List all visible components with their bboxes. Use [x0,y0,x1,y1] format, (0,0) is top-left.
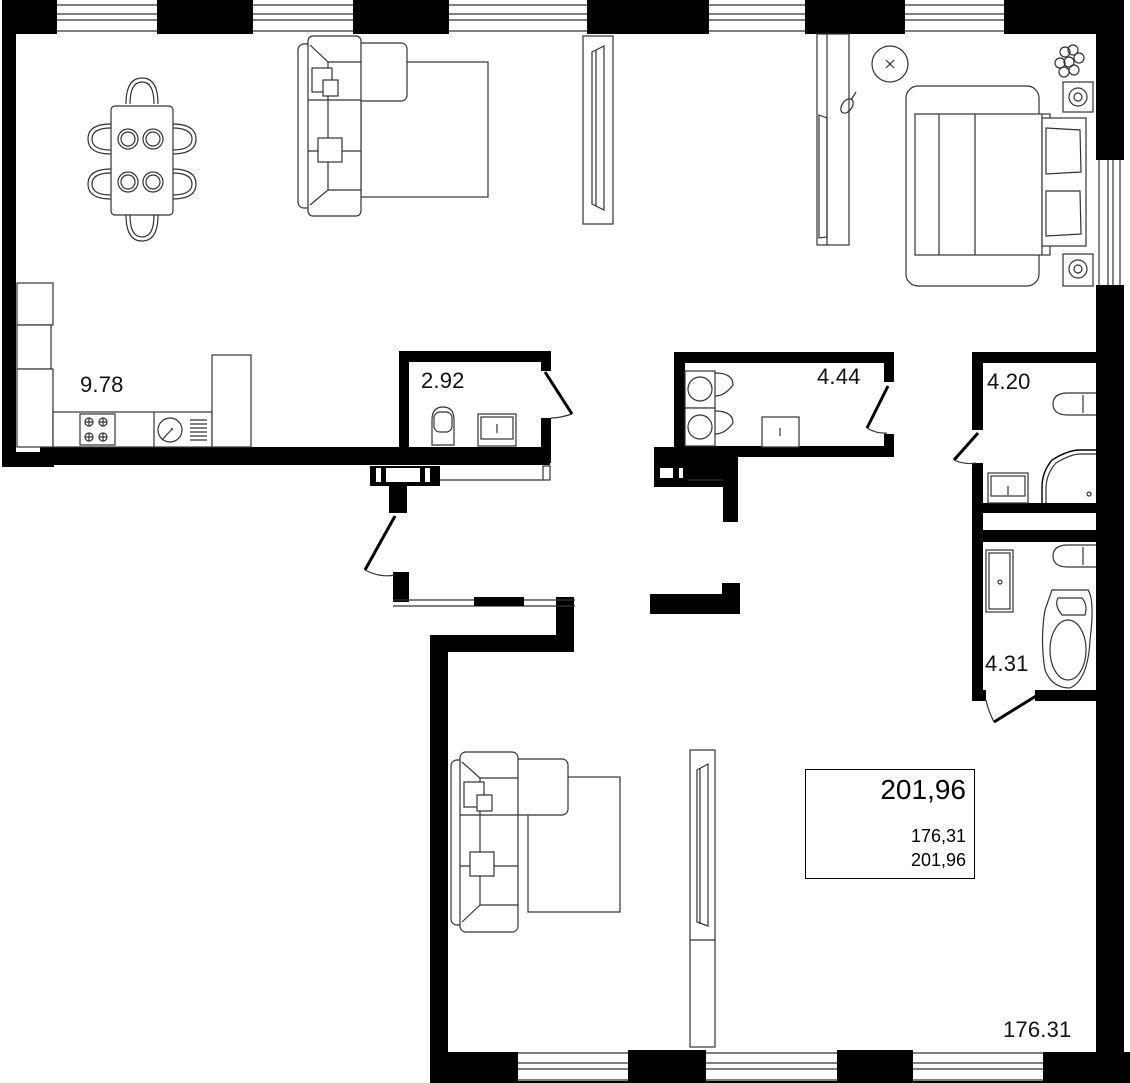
total-area-value: 201,96 [910,850,966,870]
dining-table [87,77,197,242]
wc-room [399,351,574,463]
hall-stub-wall [650,594,740,614]
bedroom [816,33,1094,287]
hall-stub-post [722,583,740,614]
kitchen-cabinets [16,282,252,448]
total-area: 201,96 [880,774,966,805]
bathroom-1-area-label: 4.20 [987,369,1031,394]
kitchen-wall [42,447,551,513]
bottom-windows [518,1050,1043,1083]
sofa-bottom [450,751,621,933]
bathroom-block [952,352,1102,724]
wc-area-label: 2.92 [421,368,465,393]
living-area-label: 176.31 [1003,1017,1072,1042]
tv-bottom [689,749,716,1048]
entry-door [363,515,575,607]
laundry-area-label: 4.44 [817,364,861,389]
laundry-room [654,352,894,522]
tv-top [582,35,614,225]
area-summary-box: 201,96 176,31 201,96 [805,769,975,879]
kitchen-area-label: 9.78 [80,372,124,397]
sofa-top [297,35,489,217]
living-area-value: 176,31 [910,826,966,846]
bathroom-2-area-label: 4.31 [985,651,1029,676]
